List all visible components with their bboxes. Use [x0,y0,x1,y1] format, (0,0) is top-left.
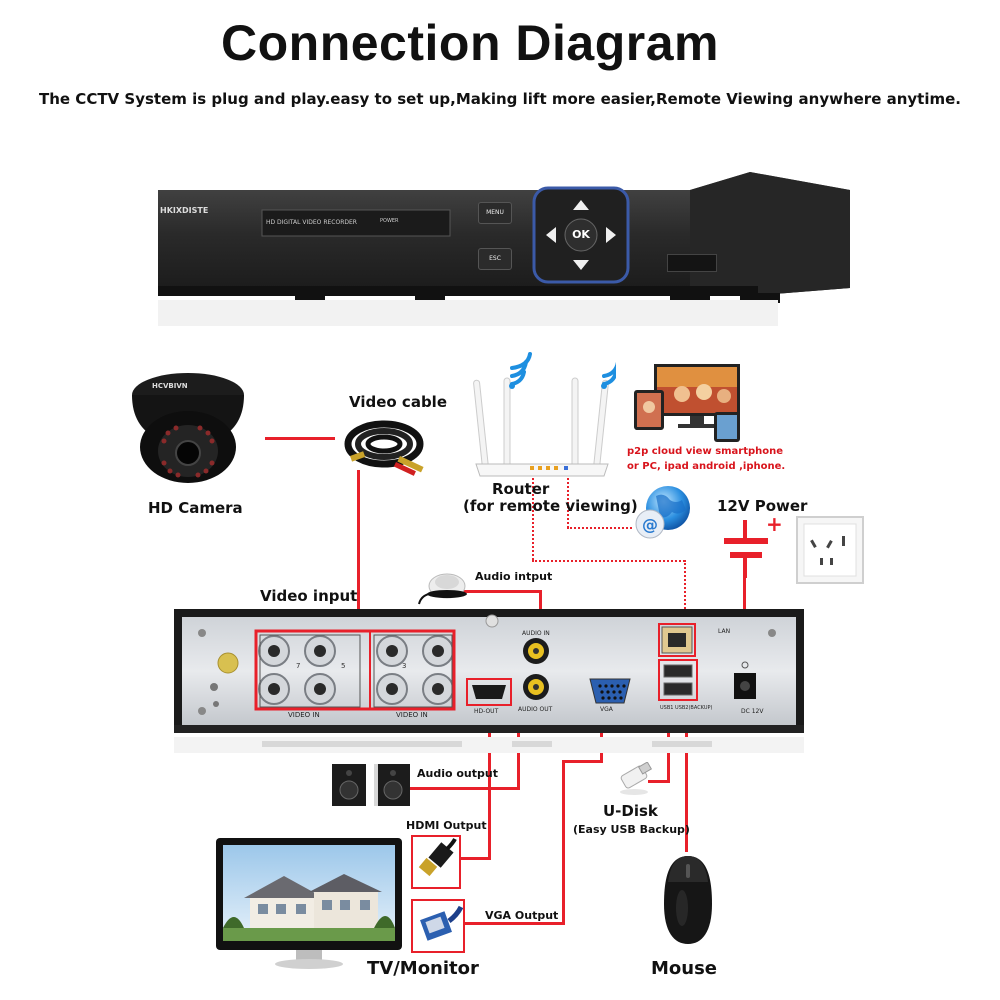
rear-lan: LAN [718,628,731,635]
udisk-line-h [648,780,670,783]
power-symbol-icon [724,520,768,578]
camera-to-cable-line [265,437,335,440]
rear-video-in-2: VIDEO IN [396,711,428,719]
rear-ch5: 5 [341,662,346,670]
rear-ch7: 7 [296,662,301,670]
rear-audio-in: AUDIO IN [522,630,550,637]
wall-socket-icon [796,516,864,584]
svg-text:@: @ [642,515,658,534]
diagram-subtitle: The CCTV System is plug and play.easy to… [39,90,961,108]
usb-flash-drive-icon [620,762,653,795]
dvr-ok-button[interactable]: OK [572,228,590,241]
router-dotted-v2 [684,560,686,640]
dvr-panel-label: HD DIGITAL VIDEO RECORDER [266,219,357,226]
microphone-icon [418,573,467,605]
mouse-label: Mouse [651,958,718,979]
cloud-devices-icon [634,364,740,442]
dvr-usb-slot [667,254,717,272]
hdmi-cable-icon [418,838,457,877]
router-label: Router [492,480,550,498]
udisk-label: U-Disk [603,802,658,820]
hd-camera-label: HD Camera [148,499,243,517]
rear-usb: USB1 USB2(BACKUP) [660,705,713,711]
udisk-sublabel: (Easy USB Backup) [573,823,690,836]
dvr-brand: HKIXDISTE [160,206,209,215]
tv-monitor-icon [216,838,402,969]
speakers-icon [332,764,410,806]
dvr-front-unit [158,172,850,326]
vga-cable-icon [420,905,464,941]
video-cable-label: Video cable [349,393,447,411]
cloud-dotted-v [567,478,569,528]
audio-out-line-h [410,787,520,790]
audio-input-label: Audio intput [475,570,553,583]
rear-audio-out: AUDIO OUT [518,706,553,713]
cloud-note-line2: or PC, ipad android ,iphone. [627,461,786,472]
rear-hd-out: HD-OUT [474,708,499,715]
internet-globe-icon: @ [635,486,690,539]
cable-to-video-input-line [357,470,360,640]
power-plus-sign: + [766,512,783,536]
router-dotted-h [532,560,685,562]
rear-video-in-1: VIDEO IN [288,711,320,719]
vga-line-h1 [562,760,603,763]
vga-output-label: VGA Output [485,909,559,922]
diagram-title: Connection Diagram [221,15,719,71]
vga-line-v2 [562,760,565,925]
dvr-nav-pad[interactable] [532,186,630,284]
video-cable-icon [344,420,424,476]
router-sublabel: (for remote viewing) [463,497,638,515]
video-input-label: Video input [260,587,358,605]
power-label: 12V Power [717,497,808,515]
mouse-icon [664,856,712,944]
dvr-power-label: POWER [380,218,399,224]
router-dotted-v1 [532,478,534,560]
vga-output-box [411,899,465,953]
tv-monitor-label: TV/Monitor [367,958,479,979]
hdmi-output-box [411,835,461,889]
audio-input-line-h [456,590,541,593]
cloud-dotted-h [567,527,632,529]
hdmi-line-h [458,857,491,860]
vga-line-h2 [462,922,565,925]
dvr-esc-button[interactable]: ESC [478,248,512,270]
hdmi-output-label: HDMI Output [406,819,487,832]
cloud-note-line1: p2p cloud view smartphone [627,446,784,457]
rear-ch3: 3 [402,662,407,670]
mouse-line-v [685,712,688,852]
rear-vga: VGA [600,706,613,713]
rear-dc: DC 12V [741,708,764,715]
camera-brand: HCVBIVN [152,382,188,390]
dvr-rear-panel [174,609,804,753]
dome-camera-icon [132,373,244,483]
dvr-menu-button[interactable]: MENU [478,202,512,224]
audio-output-label: Audio output [417,767,498,780]
router-icon [473,352,616,477]
hdmi-line-v [488,712,491,860]
